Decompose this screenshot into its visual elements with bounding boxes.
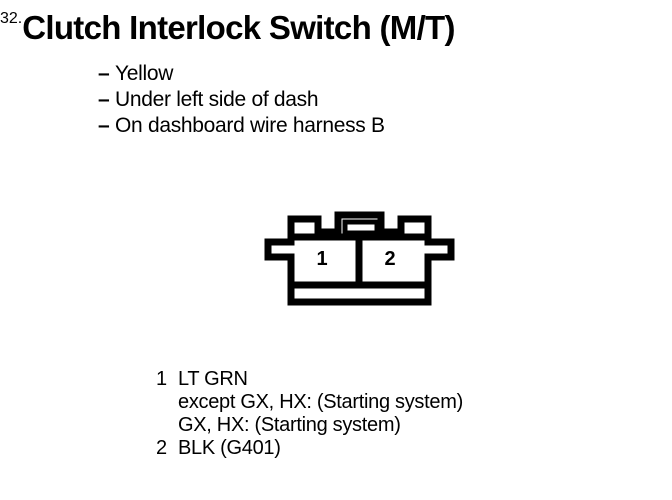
legend-pin-number: 2 [156,437,168,459]
list-item: – Under left side of dash [98,88,618,114]
connector-body-outline [264,211,455,306]
attribute-list: – Yellow – Under left side of dash – On … [98,62,618,140]
legend-row: 2 BLK (G401) [156,437,636,460]
legend-row: GX, HX: (Starting system) [156,414,636,437]
dash-icon: – [98,62,110,85]
cavity-number-1: 1 [316,248,327,270]
title-text: Clutch Interlock Switch (M/T) [22,9,455,46]
legend-description: BLK (G401) [178,437,281,459]
connector-diagram: 1 2 [250,205,460,315]
legend-description: except GX, HX: (Starting system) [178,391,463,413]
terminal-legend: 1 LT GRN except GX, HX: (Starting system… [156,368,636,460]
list-item-label: Yellow [115,62,174,85]
list-item: – On dashboard wire harness B [98,114,618,140]
list-item: – Yellow [98,62,618,88]
connector-outline-svg: 1 2 [264,211,455,306]
legend-description: GX, HX: (Starting system) [178,414,401,436]
item-number: 32. [0,10,23,27]
center-tab-slot [342,219,380,236]
legend-row: except GX, HX: (Starting system) [156,391,636,414]
dash-icon: – [98,114,110,137]
cavity-number-2: 2 [384,248,395,270]
list-item-label: Under left side of dash [115,88,319,111]
list-item-label: On dashboard wire harness B [115,114,385,137]
legend-row: 1 LT GRN [156,368,636,391]
page-title: 32. Clutch Interlock Switch (M/T) [0,10,672,50]
legend-description: LT GRN [178,368,248,390]
dash-icon: – [98,88,110,111]
legend-pin-number: 1 [156,368,168,390]
